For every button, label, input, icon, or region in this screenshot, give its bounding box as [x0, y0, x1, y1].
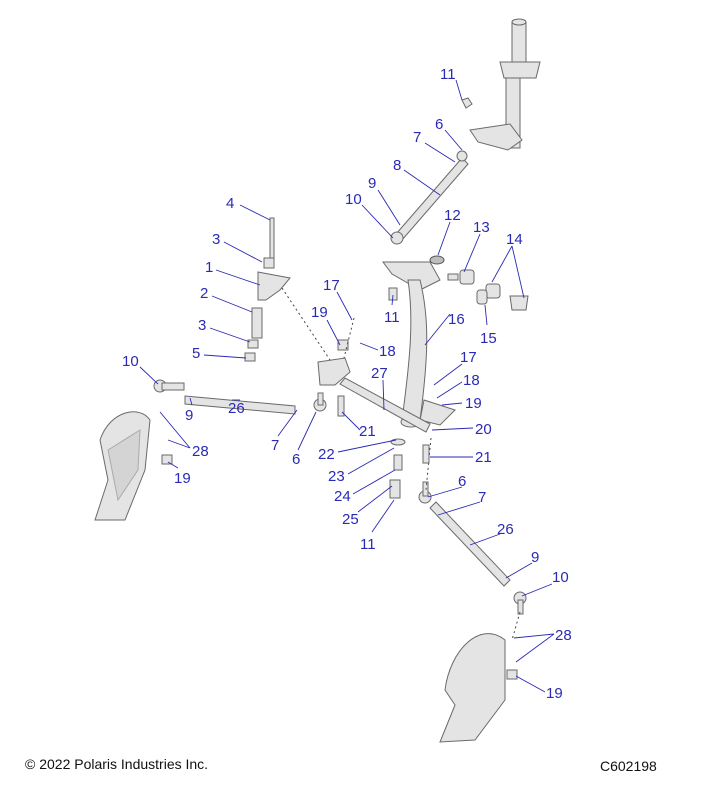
- drag-link: [339, 377, 431, 433]
- callout: 11: [440, 66, 456, 83]
- callout: 3: [198, 317, 206, 334]
- callout: 26: [228, 400, 245, 417]
- part-code: C602198: [600, 758, 657, 774]
- callout: 6: [458, 473, 466, 490]
- callout: 2: [200, 285, 208, 302]
- callout: 19: [311, 304, 328, 321]
- leader-lines: [139, 79, 555, 693]
- callout: 6: [435, 116, 443, 133]
- callout: 6: [292, 451, 300, 468]
- callout: 12: [444, 207, 461, 224]
- callout: 7: [271, 437, 279, 454]
- callout: 18: [463, 372, 480, 389]
- callout: 10: [122, 353, 139, 370]
- callout: 24: [334, 488, 351, 505]
- callout: 16: [448, 311, 465, 328]
- callout: 11: [384, 309, 400, 326]
- callout: 21: [475, 449, 492, 466]
- callout: 26: [497, 521, 514, 538]
- callout: 11: [360, 536, 376, 553]
- callout: 27: [371, 365, 388, 382]
- callout: 18: [379, 343, 396, 360]
- callout: 23: [328, 468, 345, 485]
- callout: 19: [174, 470, 191, 487]
- callout: 7: [478, 489, 486, 506]
- right-spindle: [439, 633, 518, 743]
- callout: 14: [506, 231, 523, 248]
- callout: 1: [205, 259, 213, 276]
- callout: 9: [531, 549, 539, 566]
- callout-labels: 11 6 7 8 9 10 12 13 14 4 3 1 2 3 5 11 15…: [122, 66, 572, 702]
- callout: 10: [345, 191, 362, 208]
- callout: 13: [473, 219, 490, 236]
- callout: 15: [480, 330, 497, 347]
- upper-tie-rod: [390, 97, 473, 245]
- callout: 3: [212, 231, 220, 248]
- callout: 19: [546, 685, 563, 702]
- callout: 9: [368, 175, 376, 192]
- callout: 19: [465, 395, 482, 412]
- copyright-notice: © 2022 Polaris Industries Inc.: [25, 756, 209, 772]
- callout: 17: [460, 349, 477, 366]
- callout: 4: [226, 195, 234, 212]
- callout: 20: [475, 421, 492, 438]
- left-idler-assembly: [244, 217, 355, 386]
- callout: 28: [192, 443, 209, 460]
- steering-shaft: [382, 255, 456, 428]
- callout: 7: [413, 129, 421, 146]
- callout: 5: [192, 345, 200, 362]
- callout: 10: [552, 569, 569, 586]
- left-tie-rod: [153, 379, 327, 415]
- callout: 8: [393, 157, 401, 174]
- callout: 25: [342, 511, 359, 528]
- callout: 17: [323, 277, 340, 294]
- callout: 21: [359, 423, 376, 440]
- callout: 22: [318, 446, 335, 463]
- bellcrank-parts: [388, 269, 529, 311]
- left-spindle: [94, 411, 173, 521]
- callout: 28: [555, 627, 572, 644]
- steering-column: [469, 18, 541, 151]
- callout: 9: [185, 407, 193, 424]
